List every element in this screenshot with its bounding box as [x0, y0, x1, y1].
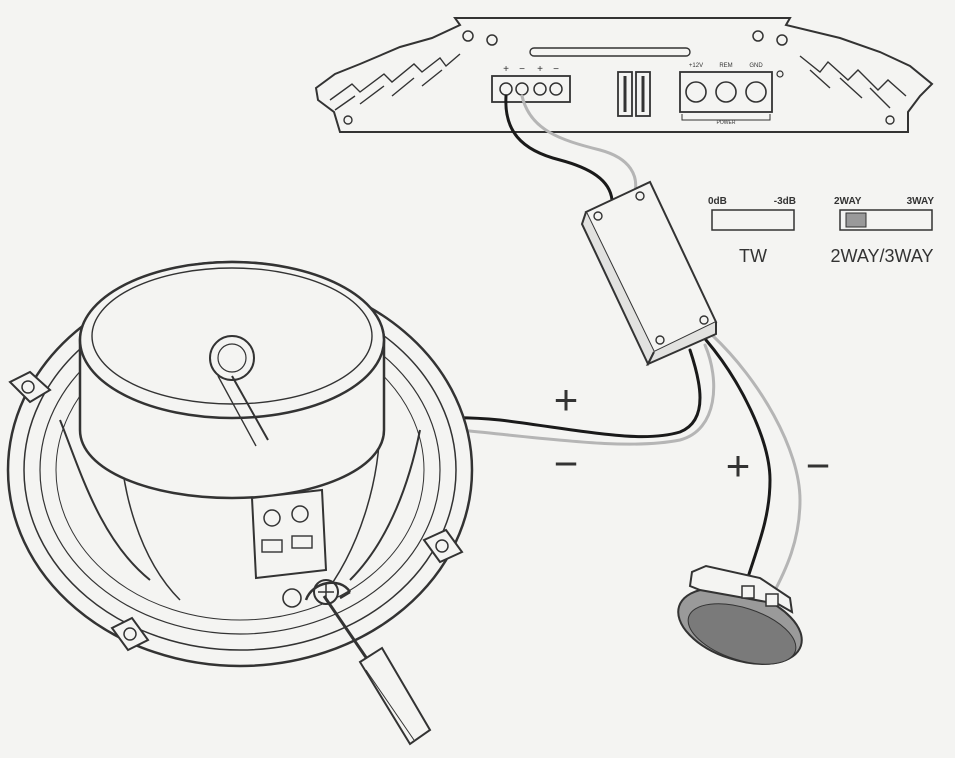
power-12v-label: +12V	[689, 63, 703, 69]
way-switch-knob	[845, 212, 867, 228]
tw-switch-body	[711, 209, 795, 231]
amp-terminal-label: +	[537, 64, 543, 75]
way-switch-caption: 2WAY/3WAY	[830, 246, 933, 266]
crossover-box	[580, 180, 718, 367]
amp-wire-negative	[520, 94, 638, 198]
tweeter-wire-negative	[710, 333, 802, 598]
amp-power-labels: +12V REM GND POWER	[689, 63, 763, 126]
polarity-marks: + − + −	[554, 376, 831, 489]
amp-terminal-label: −	[553, 64, 559, 75]
tweeter-positive-mark: +	[726, 442, 751, 489]
power-gnd-label: GND	[749, 63, 763, 69]
way-switch-left-label: 2WAY	[834, 196, 862, 207]
amp-terminal-label: −	[519, 64, 525, 75]
tweeter	[677, 564, 803, 665]
amplifier	[314, 17, 934, 133]
tweeter-negative-mark: −	[806, 442, 831, 489]
tweeter-wire-positive	[704, 338, 772, 592]
power-label: POWER	[717, 120, 736, 126]
woofer	[6, 260, 474, 668]
tw-switch-right-label: -3dB	[774, 196, 796, 207]
woofer-positive-mark: +	[554, 376, 579, 423]
power-rem-label: REM	[719, 63, 732, 69]
tw-switch: 0dB -3dB TW	[708, 196, 796, 266]
woofer-negative-mark: −	[554, 440, 579, 487]
amp-wire-positive	[504, 94, 614, 202]
amp-terminal-label: +	[503, 64, 509, 75]
amp-speaker-terminal-labels: + − + −	[503, 64, 559, 75]
way-switch-right-label: 3WAY	[907, 196, 935, 207]
tw-switch-left-label: 0dB	[708, 196, 727, 207]
screwdriver	[322, 595, 432, 746]
way-switch: 2WAY 3WAY 2WAY/3WAY	[830, 196, 934, 266]
tw-switch-caption: TW	[739, 246, 767, 266]
